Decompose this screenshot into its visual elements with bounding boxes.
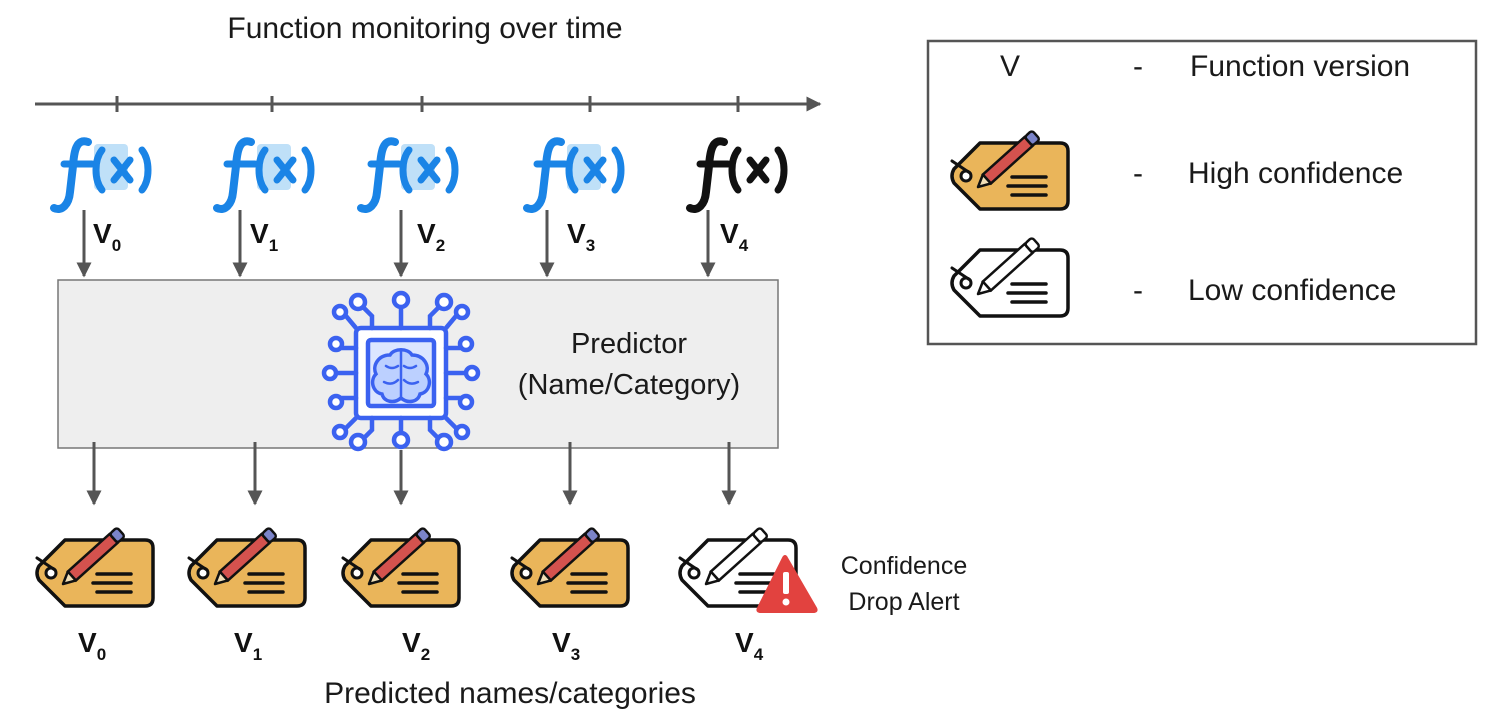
timeline bbox=[35, 96, 822, 112]
function-version-1 bbox=[217, 141, 311, 209]
version-label: V4 bbox=[720, 218, 749, 255]
high-confidence-tag-icon bbox=[187, 525, 307, 608]
legend-symbol: V bbox=[1000, 50, 1020, 83]
function-icon bbox=[690, 141, 784, 209]
function-version-3 bbox=[527, 141, 621, 209]
alert-label-line1: Confidence bbox=[841, 552, 967, 580]
legend-text: High confidence bbox=[1188, 157, 1403, 190]
version-label: V3 bbox=[552, 627, 580, 664]
version-label: V3 bbox=[567, 218, 595, 255]
high-confidence-tag-icon bbox=[510, 525, 630, 608]
legend-dash: - bbox=[1133, 274, 1143, 307]
function-version-0 bbox=[54, 141, 148, 209]
version-label: V0 bbox=[78, 627, 106, 664]
version-label: V0 bbox=[93, 218, 121, 255]
function-version-2 bbox=[361, 141, 455, 209]
version-label: V4 bbox=[735, 627, 764, 664]
alert-label-line2: Drop Alert bbox=[848, 588, 959, 616]
diagram-title: Function monitoring over time bbox=[227, 12, 622, 45]
version-label: V2 bbox=[402, 627, 430, 664]
legend-dash: - bbox=[1133, 50, 1143, 83]
version-label: V1 bbox=[250, 218, 278, 255]
ai-chip-icon bbox=[321, 290, 481, 452]
warning-icon bbox=[756, 555, 818, 613]
legend-text: Low confidence bbox=[1188, 274, 1396, 307]
high-confidence-tag-icon bbox=[341, 525, 461, 608]
legend: V - Function version - High confidence -… bbox=[926, 39, 1478, 346]
version-label: V2 bbox=[417, 218, 445, 255]
function-version-4 bbox=[690, 141, 784, 209]
input-arrows bbox=[76, 210, 716, 278]
predictor-title: Predictor bbox=[571, 328, 687, 360]
bottom-caption: Predicted names/categories bbox=[324, 677, 696, 710]
legend-text: Function version bbox=[1190, 50, 1410, 83]
version-label: V1 bbox=[234, 627, 262, 664]
legend-dash: - bbox=[1133, 157, 1143, 190]
predictor-subtitle: (Name/Category) bbox=[518, 369, 740, 401]
output-arrows bbox=[86, 442, 737, 506]
high-confidence-tag-icon bbox=[35, 525, 155, 608]
